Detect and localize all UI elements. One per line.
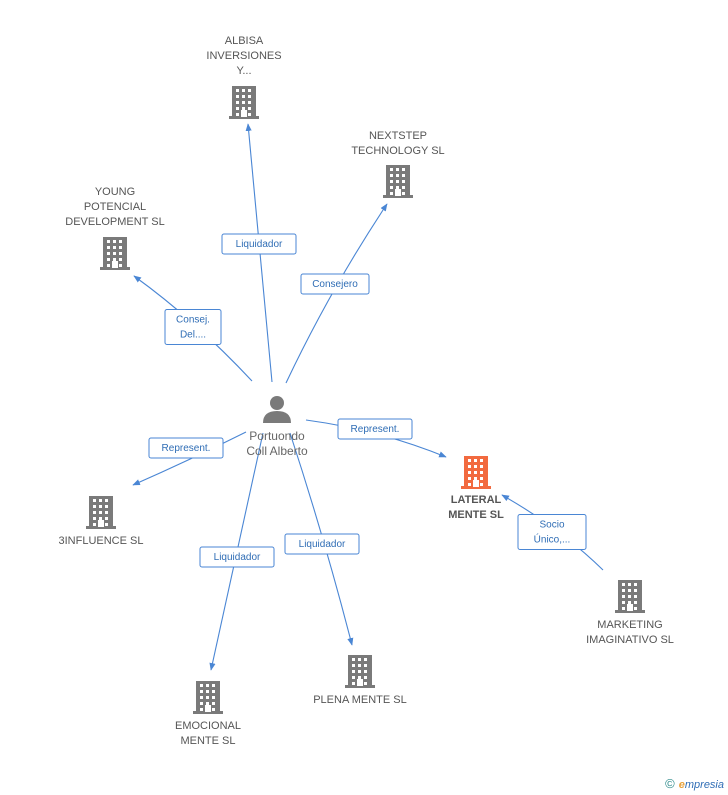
node-label: EMOCIONAL [175,720,241,732]
building-icon [345,655,375,688]
edge-marketing-lateral: SocioÚnico,... [501,494,604,571]
edge-person-emocional: Liquidador [199,432,275,671]
edge-person-lateral: Represent. [305,418,447,458]
building-icon [229,86,259,119]
copyright-symbol: © [665,776,675,791]
node-label: 3INFLUENCE SL [59,535,144,547]
edge-label: Liquidador [214,552,261,563]
footer-brand: ©empresia [665,776,724,791]
node-label: POTENCIAL [84,201,146,213]
edge-label-box[interactable] [148,437,224,459]
node-label: IMAGINATIVO SL [586,634,674,646]
node-3influence[interactable]: 3INFLUENCE SL [59,496,144,547]
building-icon [461,456,491,489]
edge-label-box[interactable] [164,309,222,345]
node-label: DEVELOPMENT SL [65,216,164,228]
edge-label-box[interactable] [337,418,413,440]
edge-label-box[interactable] [221,233,297,255]
brand-name: empresia [679,779,724,791]
node-plena[interactable]: PLENA MENTE SL [313,655,407,706]
node-nextstep[interactable]: NEXTSTEP TECHNOLOGY SL [351,130,445,198]
building-icon [86,496,116,529]
edges-layer: LiquidadorConsejeroConsej.Del....Represe… [132,123,604,671]
edge-label: Único,... [534,533,571,546]
node-label: MENTE SL [448,509,504,521]
edge-label: Socio [539,520,564,531]
building-icon [615,580,645,613]
node-marketing[interactable]: MARKETING IMAGINATIVO SL [586,580,674,646]
node-label: Y... [236,65,251,77]
node-albisa[interactable]: ALBISA INVERSIONES Y... [206,35,282,119]
edge-person-3influence: Represent. [132,431,247,486]
edge-label: Represent. [351,424,400,435]
edge-label-box[interactable] [199,546,275,568]
brand-initial: e [678,779,685,791]
node-label: Portuondo [249,429,305,443]
node-label: MENTE SL [180,735,235,747]
node-emocional[interactable]: EMOCIONAL MENTE SL [175,681,241,747]
building-icon [100,237,130,270]
edge-label-box[interactable] [517,514,587,550]
node-lateral[interactable]: LATERAL MENTE SL [448,456,504,521]
edge-label: Consejero [312,279,358,290]
edge-label: Del.... [180,330,206,341]
node-label: Coll Alberto [246,444,308,458]
edge-line [132,431,247,486]
edge-label: Liquidador [299,539,346,550]
edge-label: Liquidador [236,239,283,250]
edge-label-box[interactable] [284,533,360,555]
edge-person-nextstep: Consejero [285,203,388,384]
node-label: ALBISA [225,35,264,47]
building-icon [193,681,223,714]
node-label: TECHNOLOGY SL [351,145,444,157]
node-label: INVERSIONES [206,50,281,62]
edge-person-albisa: Liquidador [221,123,297,383]
node-young[interactable]: YOUNG POTENCIAL DEVELOPMENT SL [65,186,165,270]
brand-rest: mpresia [684,779,724,791]
edge-person-plena: Liquidador [284,432,360,646]
node-label: NEXTSTEP [369,130,427,142]
edge-label-box[interactable] [300,273,370,295]
edge-label: Consej. [176,315,210,326]
edge-person-young: Consej. Del.... [133,275,253,382]
node-label: LATERAL [451,494,502,506]
edge-label: Represent. [162,443,211,454]
node-label: PLENA MENTE SL [313,694,407,706]
node-label: MARKETING [597,619,662,631]
node-label: YOUNG [95,186,135,198]
person-icon [263,396,291,423]
building-icon [383,165,413,198]
